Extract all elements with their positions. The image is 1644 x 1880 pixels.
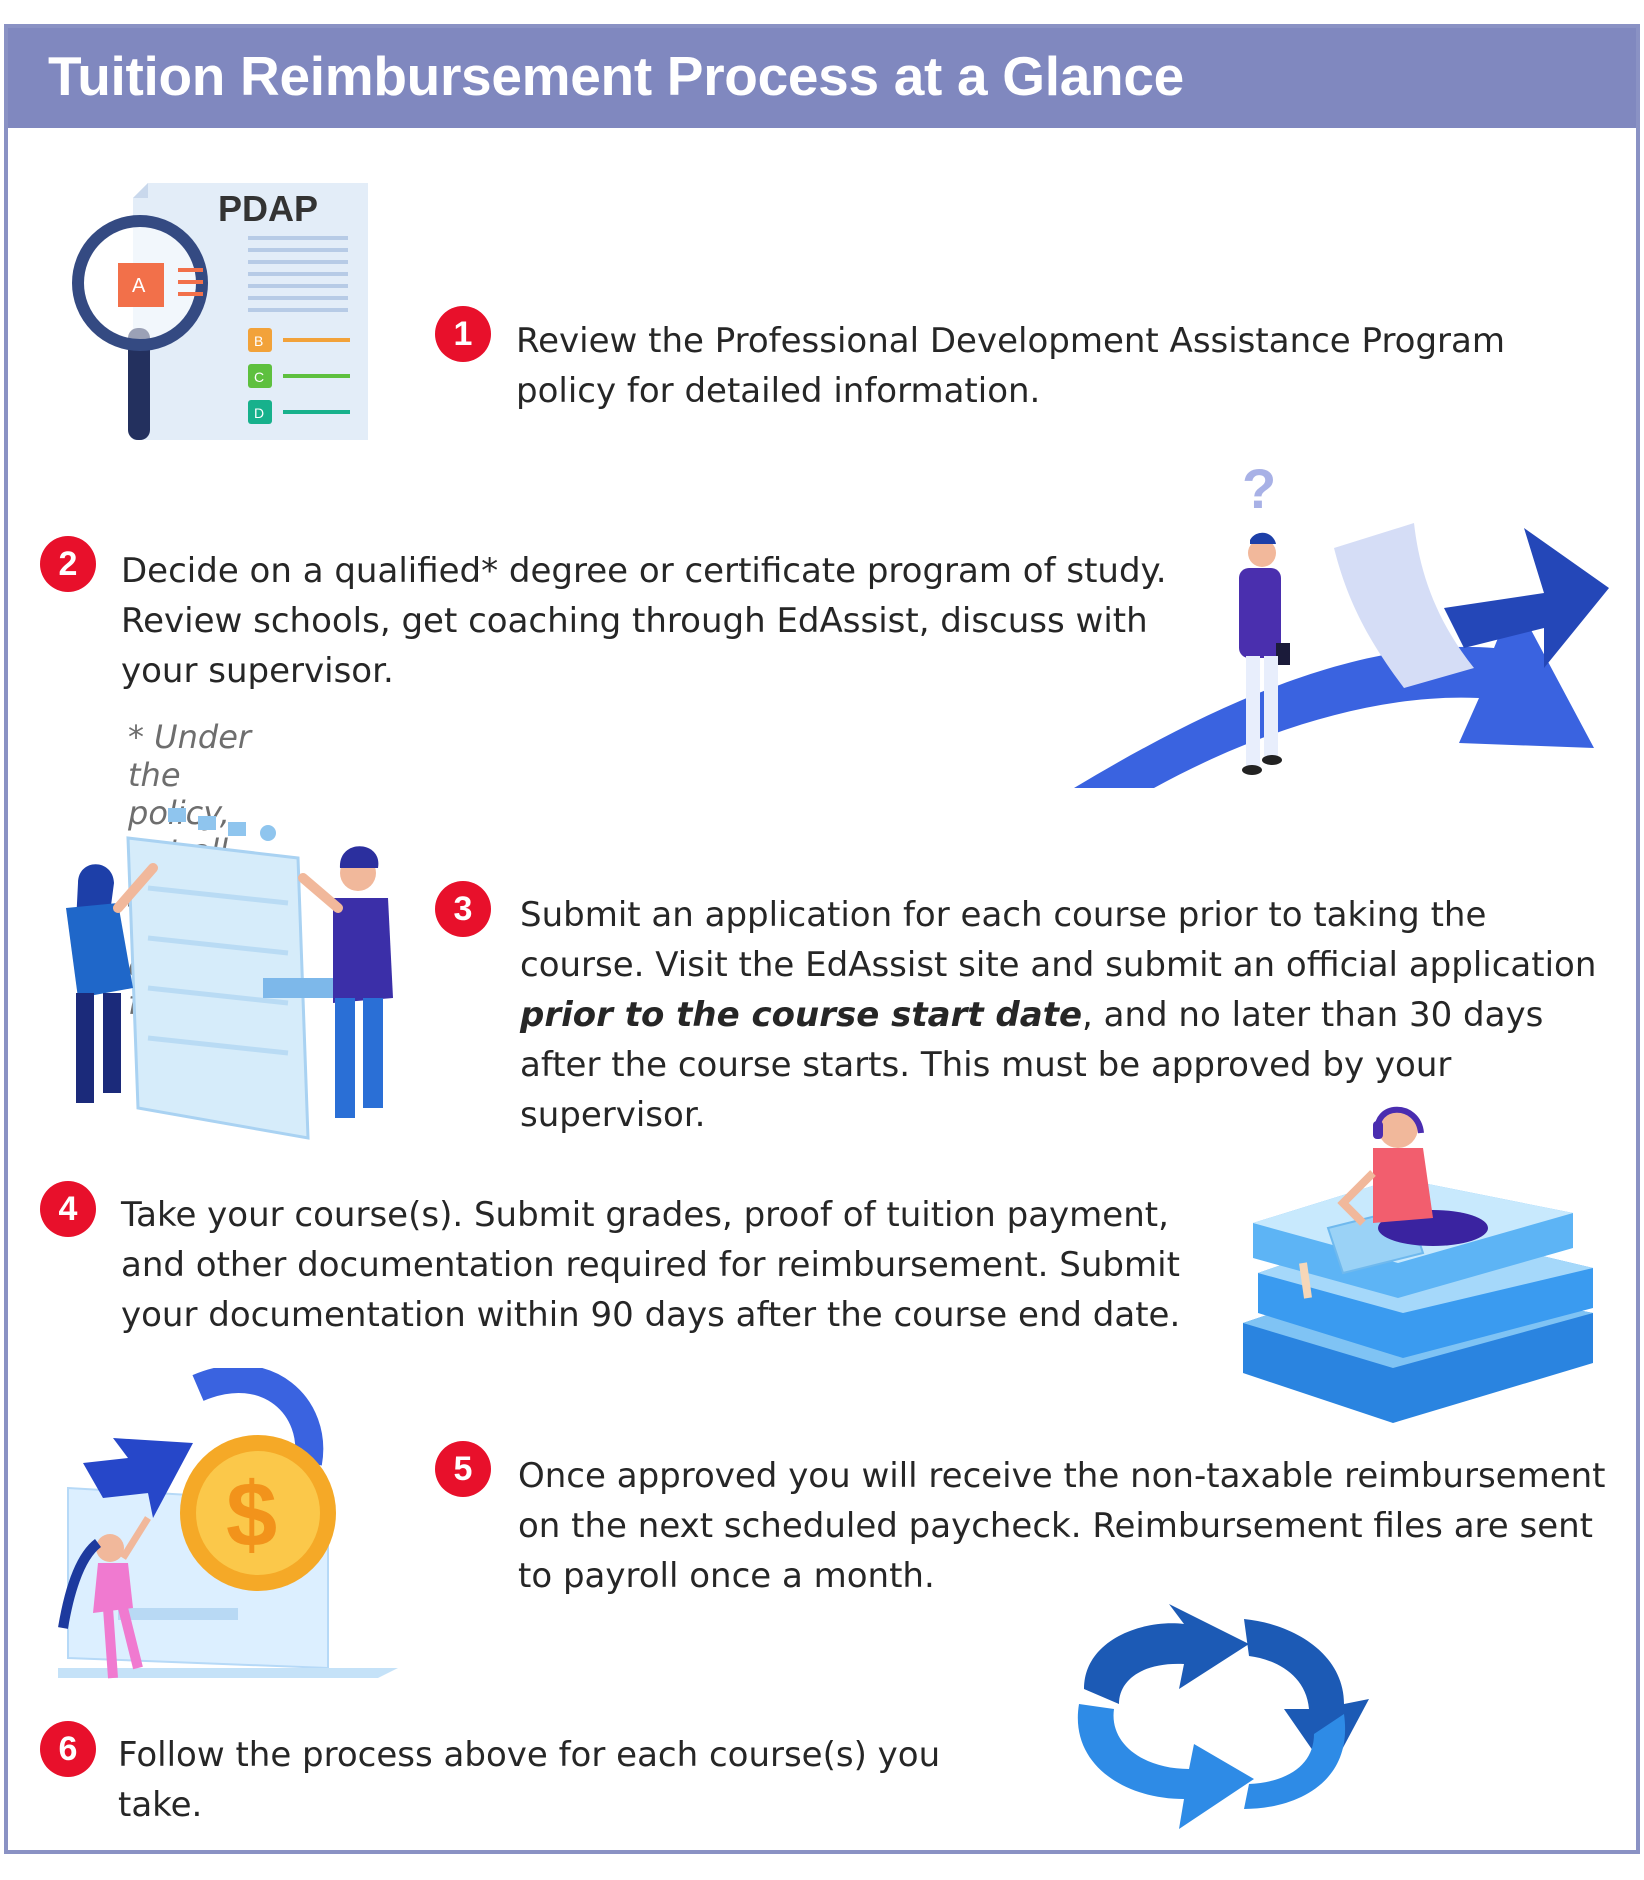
step-text: Once approved you will receive the non-t… bbox=[518, 1456, 1606, 1596]
decision-path-icon: ? bbox=[1074, 458, 1609, 788]
header-banner: Tuition Reimbursement Process at a Glanc… bbox=[8, 28, 1636, 128]
infographic-frame: Tuition Reimbursement Process at a Glanc… bbox=[4, 24, 1640, 1854]
step-text: Decide on a qualified* degree or certifi… bbox=[121, 551, 1167, 691]
svg-text:$: $ bbox=[226, 1464, 277, 1566]
letter-c: C bbox=[254, 369, 264, 385]
step-number-badge: 2 bbox=[40, 536, 96, 592]
pdap-label: PDAP bbox=[218, 188, 318, 229]
step-number-badge: 5 bbox=[435, 1441, 491, 1497]
letter-d: D bbox=[254, 405, 264, 421]
step-text-intro: Submit an application for each course pr… bbox=[520, 895, 1597, 985]
svg-text:?: ? bbox=[1242, 458, 1276, 520]
step-number-badge: 3 bbox=[435, 881, 491, 937]
page-title: Tuition Reimbursement Process at a Glanc… bbox=[48, 45, 1184, 107]
books-study-icon bbox=[1243, 1106, 1593, 1423]
application-screen-icon bbox=[66, 808, 393, 1140]
step-text: Follow the process above for each course… bbox=[118, 1735, 941, 1825]
step-text-rest: , and no later than 30 days after the co… bbox=[520, 995, 1544, 1135]
letter-a: A bbox=[132, 275, 146, 297]
step-text: Take your course(s). Submit grades, proo… bbox=[121, 1195, 1181, 1335]
dollar-coin-icon: $ bbox=[58, 1368, 398, 1679]
letter-b: B bbox=[254, 333, 263, 349]
step-text: Review the Professional Development Assi… bbox=[516, 321, 1505, 411]
step-number-badge: 6 bbox=[40, 1721, 96, 1777]
step-text-emphasis: prior to the course start date bbox=[520, 995, 1083, 1035]
magnifier-document-icon: PDAP B C D A bbox=[72, 183, 368, 440]
step-number-badge: 4 bbox=[40, 1181, 96, 1237]
step-text: Submit an application for each course pr… bbox=[520, 890, 1610, 1140]
step-number-badge: 1 bbox=[435, 306, 491, 362]
cycle-arrows-icon bbox=[1077, 1604, 1369, 1829]
